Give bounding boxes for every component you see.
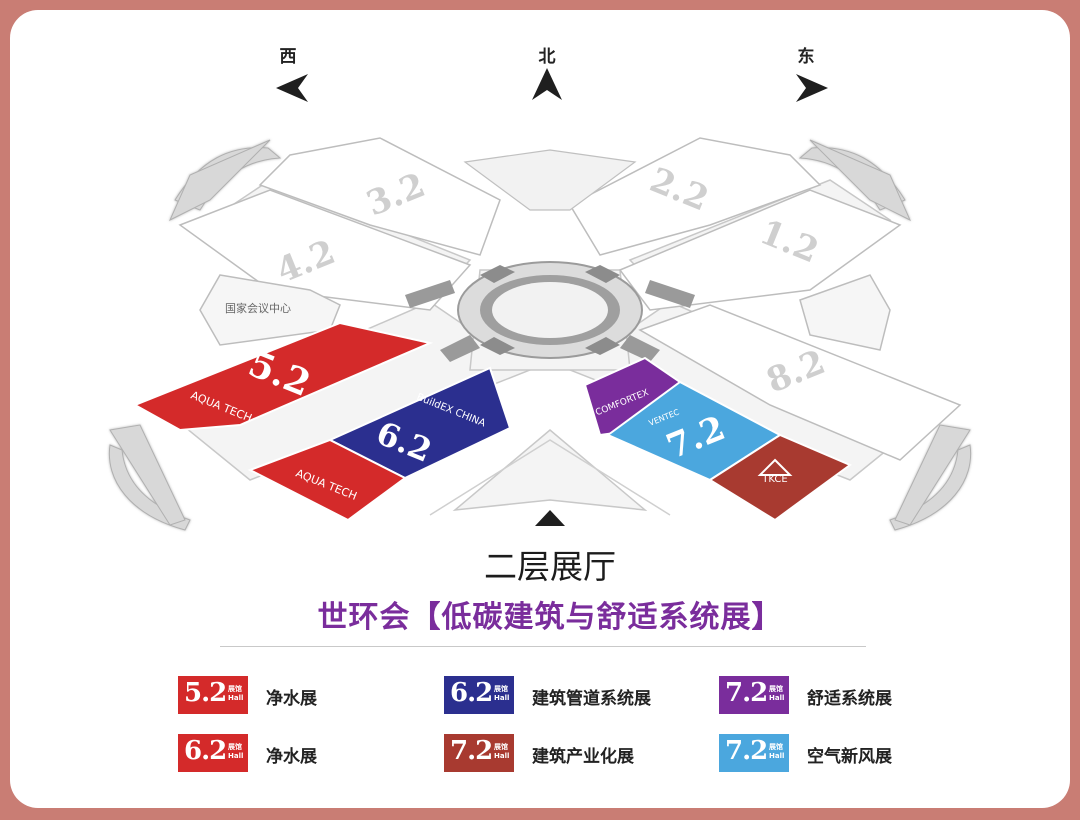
- svg-text:TKCE: TKCE: [761, 474, 787, 485]
- legend-hall-tag: 展馆 Hall: [769, 743, 785, 760]
- legend-item-5.2-water[interactable]: 5.2 展馆 Hall 净水展: [178, 676, 398, 716]
- hall-2.2[interactable]: 2.2: [568, 137, 822, 256]
- legend-hall-tag: 展馆 Hall: [769, 685, 785, 702]
- legend-label: 空气新风展: [807, 747, 892, 767]
- hall-8.2[interactable]: 8.2: [638, 304, 962, 461]
- legend-badge: 7.2 展馆 Hall: [719, 734, 789, 772]
- legend-item-7.2-comfort[interactable]: 7.2 展馆 Hall 舒适系统展: [719, 676, 939, 716]
- legend-badge: 6.2 展馆 Hall: [444, 676, 514, 714]
- convention-center[interactable]: 国家会议中心: [199, 274, 341, 346]
- floor-label: 二层展厅: [484, 547, 616, 586]
- north-gate-building: [463, 149, 637, 211]
- tkce-logo-icon: [757, 458, 793, 476]
- venue-floor-map: 3.2 4.2 2.2 1.2 国家会议中心 8.2: [108, 68, 972, 531]
- exhibition-title: 世环会【低碳建筑与舒适系统展】: [317, 600, 783, 635]
- hall-3.2[interactable]: 3.2: [258, 137, 501, 256]
- legend-item-7.2-building[interactable]: 7.2 展馆 Hall 建筑产业化展: [444, 734, 704, 774]
- floor-pointer-icon: [535, 510, 565, 526]
- curved-end-buildings: [108, 139, 972, 531]
- legend-badge: 7.2 展馆 Hall: [444, 734, 514, 772]
- legend-label: 建筑管道系统展: [532, 689, 651, 709]
- svg-text:国家会议中心: 国家会议中心: [225, 301, 291, 315]
- hall-7.2-building[interactable]: TKCE: [708, 433, 853, 522]
- compass-west-label: 西: [279, 47, 297, 67]
- legend-hall-tag: 展馆 Hall: [228, 743, 244, 760]
- legend-hall-number: 6.2: [450, 678, 493, 708]
- legend-hall-number: 7.2: [725, 736, 768, 766]
- legend-hall-number: 5.2: [184, 678, 227, 708]
- east-wing-annex: [799, 274, 891, 351]
- hall-4.2[interactable]: 4.2: [178, 189, 472, 311]
- legend-badge: 6.2 展馆 Hall: [178, 734, 248, 772]
- legend-hall-tag: 展馆 Hall: [228, 685, 244, 702]
- legend-hall-tag: 展馆 Hall: [494, 685, 510, 702]
- legend-label: 净水展: [266, 747, 317, 767]
- legend-label: 净水展: [266, 689, 317, 709]
- legend-item-7.2-air[interactable]: 7.2 展馆 Hall 空气新风展: [719, 734, 939, 774]
- exhibition-map-card: 西 北 东: [10, 10, 1070, 808]
- legend-item-6.2-pipe[interactable]: 6.2 展馆 Hall 建筑管道系统展: [444, 676, 704, 716]
- north-arrow-icon: [532, 68, 562, 100]
- title-divider: [220, 646, 866, 647]
- legend-badge: 5.2 展馆 Hall: [178, 676, 248, 714]
- hall-6.2-south[interactable]: AQUA TECH: [247, 438, 407, 522]
- legend-badge: 7.2 展馆 Hall: [719, 676, 789, 714]
- legend-label: 舒适系统展: [807, 689, 892, 709]
- legend-hall-number: 6.2: [184, 736, 227, 766]
- legend-label: 建筑产业化展: [532, 747, 634, 767]
- legend-hall-number: 7.2: [725, 678, 768, 708]
- west-arrow-icon: [276, 74, 308, 102]
- east-arrow-icon: [796, 74, 828, 102]
- legend-hall-tag: 展馆 Hall: [494, 743, 510, 760]
- compass-north-label: 北: [538, 47, 556, 67]
- legend-item-6.2-water[interactable]: 6.2 展馆 Hall 净水展: [178, 734, 398, 774]
- compass-east-label: 东: [797, 47, 815, 67]
- legend-hall-number: 7.2: [450, 736, 493, 766]
- central-plaza: [405, 261, 695, 362]
- hall-6.2-north[interactable]: 6.2 BuildEX CHINA: [327, 366, 512, 480]
- hall-5.2[interactable]: 5.2 AQUA TECH: [132, 321, 434, 432]
- hall-1.2[interactable]: 1.2: [618, 189, 902, 311]
